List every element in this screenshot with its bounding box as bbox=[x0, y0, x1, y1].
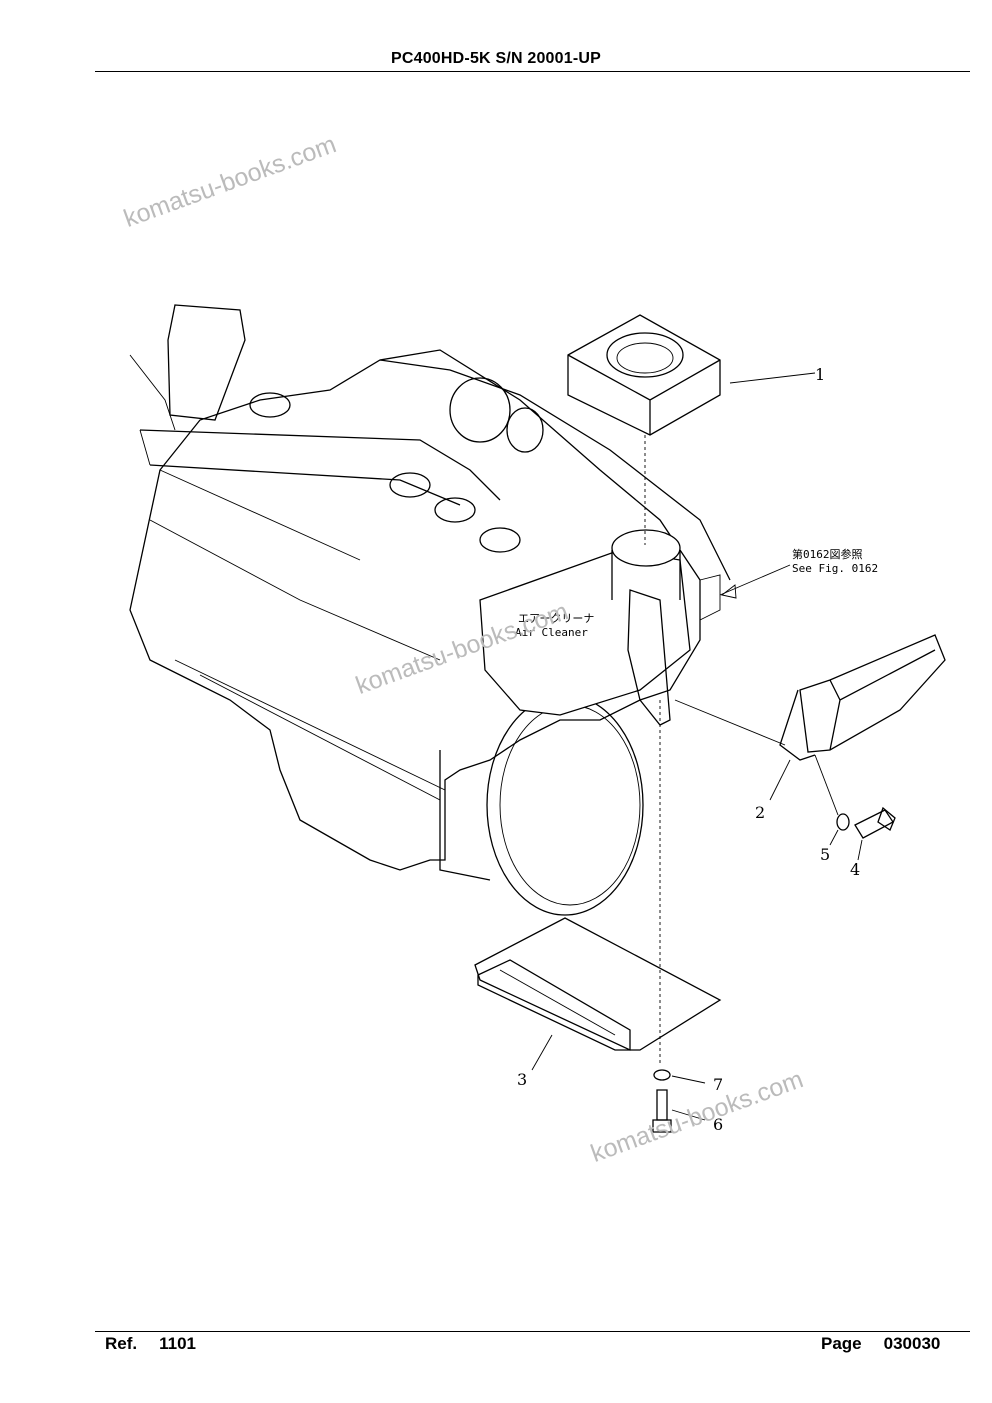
part-1-pad bbox=[567, 314, 816, 545]
page-title: PC400HD-5K S/N 20001-UP bbox=[390, 50, 602, 67]
part-2-cover bbox=[674, 564, 946, 801]
part-6-bolt bbox=[652, 1089, 706, 1133]
engine-block bbox=[129, 304, 731, 916]
callout-1: 1 bbox=[815, 365, 825, 384]
ref-value: 1101 bbox=[159, 1334, 197, 1353]
part-4-bolt bbox=[854, 806, 896, 861]
page-number: 030030 bbox=[883, 1334, 941, 1353]
reference-note-jp: 第0162図参照 bbox=[792, 547, 863, 561]
footer-ref: Ref. 1101 bbox=[105, 1334, 196, 1354]
callout-5: 5 bbox=[820, 845, 830, 864]
callout-4: 4 bbox=[850, 860, 860, 879]
part-7-washer bbox=[653, 1069, 706, 1084]
callout-6: 6 bbox=[713, 1115, 723, 1134]
air-cleaner-label-en: Air Cleaner bbox=[515, 626, 588, 639]
reference-note-en: See Fig. 0162 bbox=[792, 562, 878, 575]
air-cleaner-label-jp: エアークリーナ bbox=[518, 612, 594, 625]
callout-7: 7 bbox=[713, 1075, 723, 1094]
page-label: Page bbox=[821, 1334, 862, 1353]
ref-label: Ref. bbox=[105, 1334, 138, 1353]
part-5-washer bbox=[814, 754, 850, 846]
part-3-plate bbox=[474, 700, 722, 1071]
footer-page: Page 030030 bbox=[821, 1334, 940, 1354]
callout-2: 2 bbox=[755, 803, 765, 822]
callout-3: 3 bbox=[517, 1070, 527, 1089]
header-rule bbox=[95, 71, 970, 72]
footer-rule bbox=[95, 1331, 970, 1332]
